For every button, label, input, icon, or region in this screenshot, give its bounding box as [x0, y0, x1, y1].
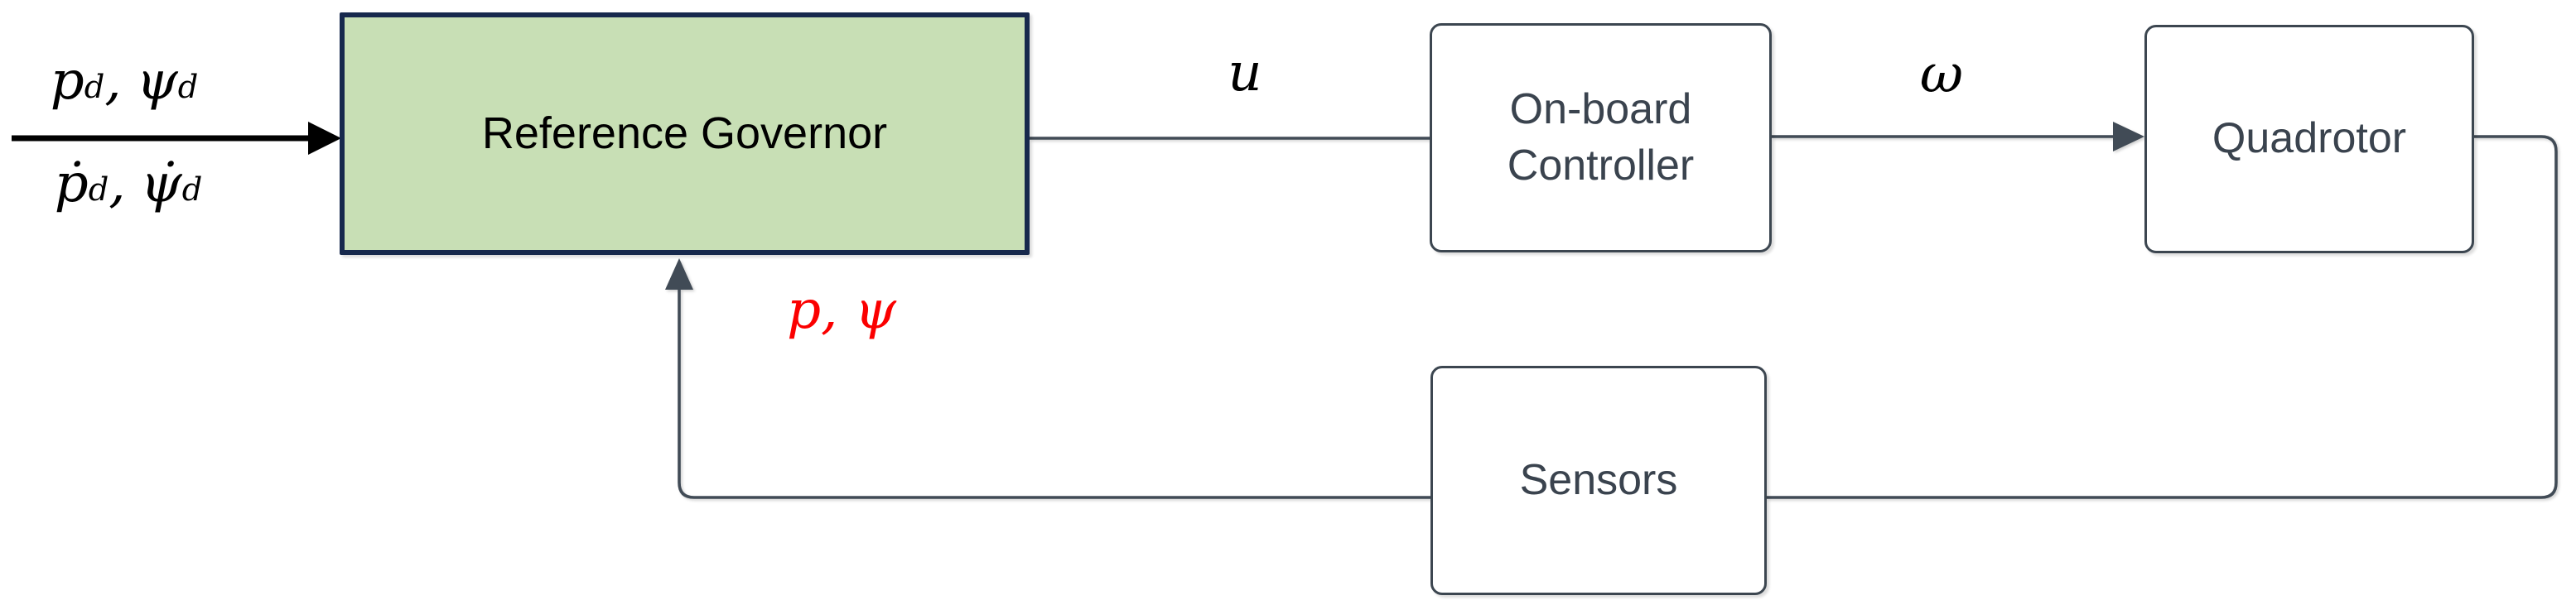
- arrowhead-rg-feedback-icon: [665, 258, 693, 290]
- input-bottom-subscript-psi: d: [181, 171, 203, 209]
- rotor-speed-label-omega: ω: [1875, 33, 2008, 116]
- block-onboard-controller: On-board Controller: [1430, 23, 1772, 252]
- block-sensors: Sensors: [1430, 366, 1767, 595]
- rotor-speed-omega-text: ω: [1919, 44, 1964, 105]
- feedback-state-label: p, ψ: [767, 269, 916, 352]
- control-signal-label-u: u: [1179, 31, 1311, 114]
- feedback-state-text: p, ψ: [787, 280, 896, 341]
- input-top-symbol-p: p: [50, 50, 84, 112]
- onboard-controller-label: On-board Controller: [1507, 82, 1694, 194]
- control-signal-u-text: u: [1228, 42, 1262, 103]
- input-bottom-subscript-p: d: [88, 171, 109, 209]
- block-quadrotor: Quadrotor: [2144, 25, 2474, 253]
- onboard-controller-label-line1: On-board: [1509, 84, 1692, 133]
- reference-governor-label: Reference Governor: [481, 108, 888, 159]
- quadrotor-label: Quadrotor: [2212, 114, 2407, 163]
- input-top-subscript-p: d: [84, 69, 105, 107]
- input-top-subscript-psi: d: [177, 69, 199, 107]
- onboard-controller-label-line2: Controller: [1507, 141, 1695, 190]
- block-reference-governor: Reference Governor: [340, 12, 1030, 255]
- arrowhead-input-icon: [308, 122, 341, 155]
- sensors-label: Sensors: [1519, 455, 1678, 504]
- input-bottom-symbol-pdot: ṗ: [54, 153, 89, 214]
- input-bottom-symbol-psidot: ψ̇: [140, 153, 182, 214]
- input-top-comma: ,: [104, 50, 122, 112]
- arrowhead-quadrotor-input-icon: [2113, 122, 2144, 151]
- input-top-symbol-psi: ψ: [136, 50, 178, 112]
- input-bottom-comma: ,: [109, 153, 126, 214]
